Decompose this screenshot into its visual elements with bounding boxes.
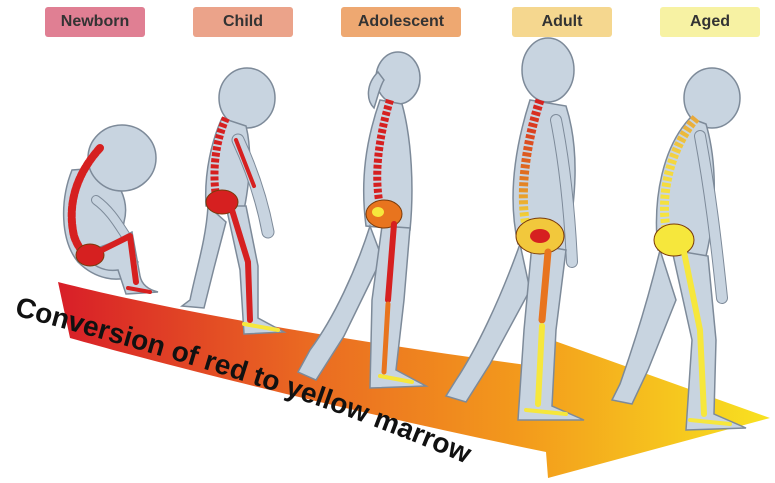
figure-aged	[612, 68, 746, 430]
figure-newborn	[64, 125, 158, 294]
figure-child	[182, 68, 284, 334]
